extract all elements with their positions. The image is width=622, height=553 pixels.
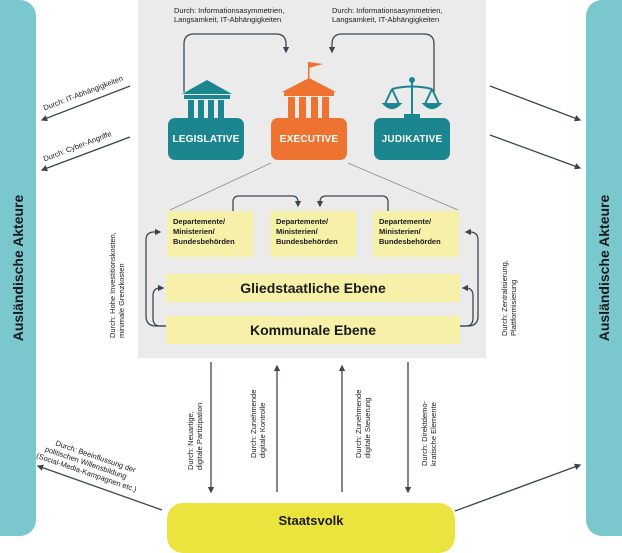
connector-lines xyxy=(36,33,582,512)
department-box-left: Departemente/ Ministerien/ Bundesbehörde… xyxy=(167,211,253,257)
annotation-line: Durch: Direktdemo- xyxy=(420,400,429,466)
annotation-line: Langsamkeit, IT-Abhängigkeiten xyxy=(174,15,282,24)
department-box-center: Departemente/ Ministerien/ Bundesbehörde… xyxy=(270,211,356,257)
dept-line: Departemente/ xyxy=(379,217,432,226)
people-label: Staatsvolk xyxy=(278,513,344,528)
dept-line: Departemente/ xyxy=(276,217,329,226)
scales-of-justice-icon xyxy=(381,77,443,118)
top-annotation-right: Durch: Informationsasymmetrien, Langsamk… xyxy=(332,6,442,24)
branch-judikative-label: JUDIKATIVE xyxy=(381,133,443,145)
arrow-to-right-actors-2 xyxy=(489,134,582,170)
annotation-line: Durch: Zentralisierung, xyxy=(500,260,509,336)
municipal-level-label: Kommunale Ebene xyxy=(249,322,377,338)
annotation-line: Durch: Informationsasymmetrien, xyxy=(174,6,285,15)
annotation-line: Durch: Zunehmende xyxy=(354,389,363,458)
annotation-line: Plattformisierung xyxy=(509,279,518,336)
annotation-line: Durch: Zunehmende xyxy=(249,389,258,458)
arrow-people-to-right-actors xyxy=(454,463,582,512)
loop-left-inner xyxy=(152,284,166,327)
department-box-right: Departemente/ Ministerien/ Bundesbehörde… xyxy=(373,211,459,257)
loop-left-outer xyxy=(145,228,166,327)
executive-spread-right xyxy=(347,162,459,211)
arrow-cyber-attacks xyxy=(40,136,131,172)
annotation-line: kratische Elemente xyxy=(429,402,438,466)
dept-line: Bundesbehörden xyxy=(173,237,235,246)
loop-right-outer xyxy=(460,228,479,327)
arrow-legislative-to-executive xyxy=(183,33,290,92)
branch-executive: EXECUTIVE xyxy=(271,118,347,160)
annotation-line: Durch: Informationsasymmetrien, xyxy=(332,6,443,15)
loop-right-inner xyxy=(460,284,474,327)
top-annotation-left: Durch: Informationsasymmetrien, Langsamk… xyxy=(174,6,284,24)
foreign-actors-right: Ausländische Akteure xyxy=(586,0,622,536)
branch-executive-label: EXECUTIVE xyxy=(279,133,339,145)
annotation-steering: Durch: Zunehmende digitale Steuerung xyxy=(354,390,372,458)
annotation-line: Langsamkeit, IT-Abhängigkeiten xyxy=(332,15,440,24)
annotation-direct-democracy: Durch: Direktdemo- kratische Elemente xyxy=(420,401,438,466)
annotation-line: digitale Steuerung xyxy=(363,397,372,458)
parliament-building-icon xyxy=(182,80,232,118)
annotation-line: digitale Kontrolle xyxy=(258,402,267,458)
arrow-dept-right-to-center xyxy=(316,195,389,211)
foreign-actors-left: Ausländische Akteure xyxy=(0,0,36,536)
dept-line: Bundesbehörden xyxy=(379,237,441,246)
dept-line: Bundesbehörden xyxy=(276,237,338,246)
arrow-it-dependencies xyxy=(40,85,131,122)
dept-line: Ministerien/ xyxy=(173,227,215,236)
arrow-judikative-to-executive xyxy=(328,33,435,92)
arrow-dept-left-to-center xyxy=(232,195,302,211)
executive-spread-left xyxy=(169,162,272,211)
annotation-costs: Durch: Hohe Investitionskosten, minimale… xyxy=(108,232,126,338)
dept-line: Departemente/ xyxy=(173,217,226,226)
branch-legislative-label: LEGISLATIVE xyxy=(172,133,240,145)
arrow-influence xyxy=(36,464,163,511)
annotation-line: minimale Grenzkosten xyxy=(117,263,126,338)
government-building-flag-icon xyxy=(282,62,336,118)
arrow-to-right-actors-1 xyxy=(489,85,582,122)
people-box: Staatsvolk xyxy=(167,503,455,553)
annotation-participation: Durch: Neuartige, digitale Partizipation xyxy=(186,403,204,470)
dept-line: Ministerien/ xyxy=(379,227,421,236)
branch-judikative: JUDIKATIVE xyxy=(374,118,450,160)
state-level: Gliedstaatliche Ebene xyxy=(166,274,460,302)
annotation-centralization: Durch: Zentralisierung, Plattformisierun… xyxy=(500,260,518,336)
annotation-line: Durch: Hohe Investitionskosten, xyxy=(108,232,117,338)
municipal-level: Kommunale Ebene xyxy=(166,316,460,344)
state-level-label: Gliedstaatliche Ebene xyxy=(240,280,386,296)
annotation-line: digitale Partizipation xyxy=(195,402,204,470)
branch-legislative: LEGISLATIVE xyxy=(168,118,244,160)
annotation-line: Durch: Neuartige, xyxy=(186,411,195,470)
annotation-control: Durch: Zunehmende digitale Kontrolle xyxy=(249,390,267,458)
dept-line: Ministerien/ xyxy=(276,227,318,236)
